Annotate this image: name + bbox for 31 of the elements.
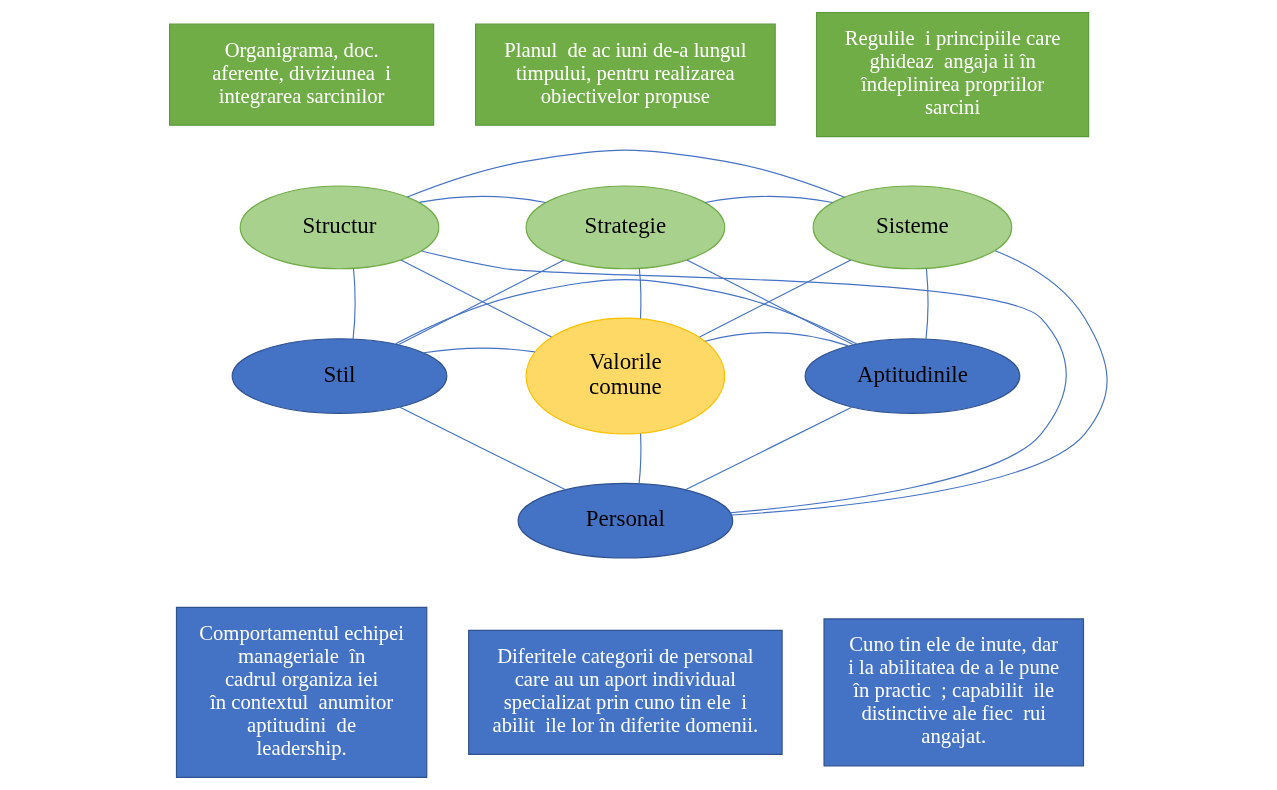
connector [352,267,356,340]
connector [704,332,849,347]
connector [394,279,858,345]
connector [638,267,642,320]
node-box: Organigrama, doc. aferente, diviziunea i integrarea sarcinilor [169,23,435,126]
connector [699,259,852,338]
connector [420,250,1067,514]
node-ellipse: Strategie [525,185,726,270]
connector [400,259,553,338]
node-box: Regulile i principiile care ghideaz angaja ii în îndeplinirea propriilor sarcini [816,12,1090,138]
connector [925,267,929,340]
connector [684,406,853,491]
connector [397,259,565,346]
node-ellipse: Sisteme [812,185,1013,270]
connector [686,259,854,346]
connector [398,406,566,491]
node-box: Comportamentul echipei manageriale în cadrul organiza iei în contextul anumitor aptitudini de leadership. [175,606,428,778]
connector [423,347,536,354]
node-box: Diferitele categorii de personal care au un aport individual specializat prin cuno tin ele i abilit ile lor în diferite domenii. [468,629,783,755]
node-ellipse: Stil [231,338,448,414]
node-box: Planul de ac iuni de-a lungul timpului, pentru realizarea obiectivelor propuse [475,23,776,126]
node-ellipse: Aptitudinile [804,338,1021,414]
connector [731,250,1108,516]
node-box: Cuno tin ele de inute, dar i la abilitatea de a le pune în practic ; capabilit ile distinctive ale fiec rui angajat. [823,618,1085,767]
connector [406,149,846,198]
node-ellipse: Personal [517,482,734,559]
connector [418,195,547,204]
connector [704,195,834,204]
node-ellipse: Structur [239,185,440,270]
node-ellipse: Valorile comune [525,317,726,435]
connector [638,432,642,484]
